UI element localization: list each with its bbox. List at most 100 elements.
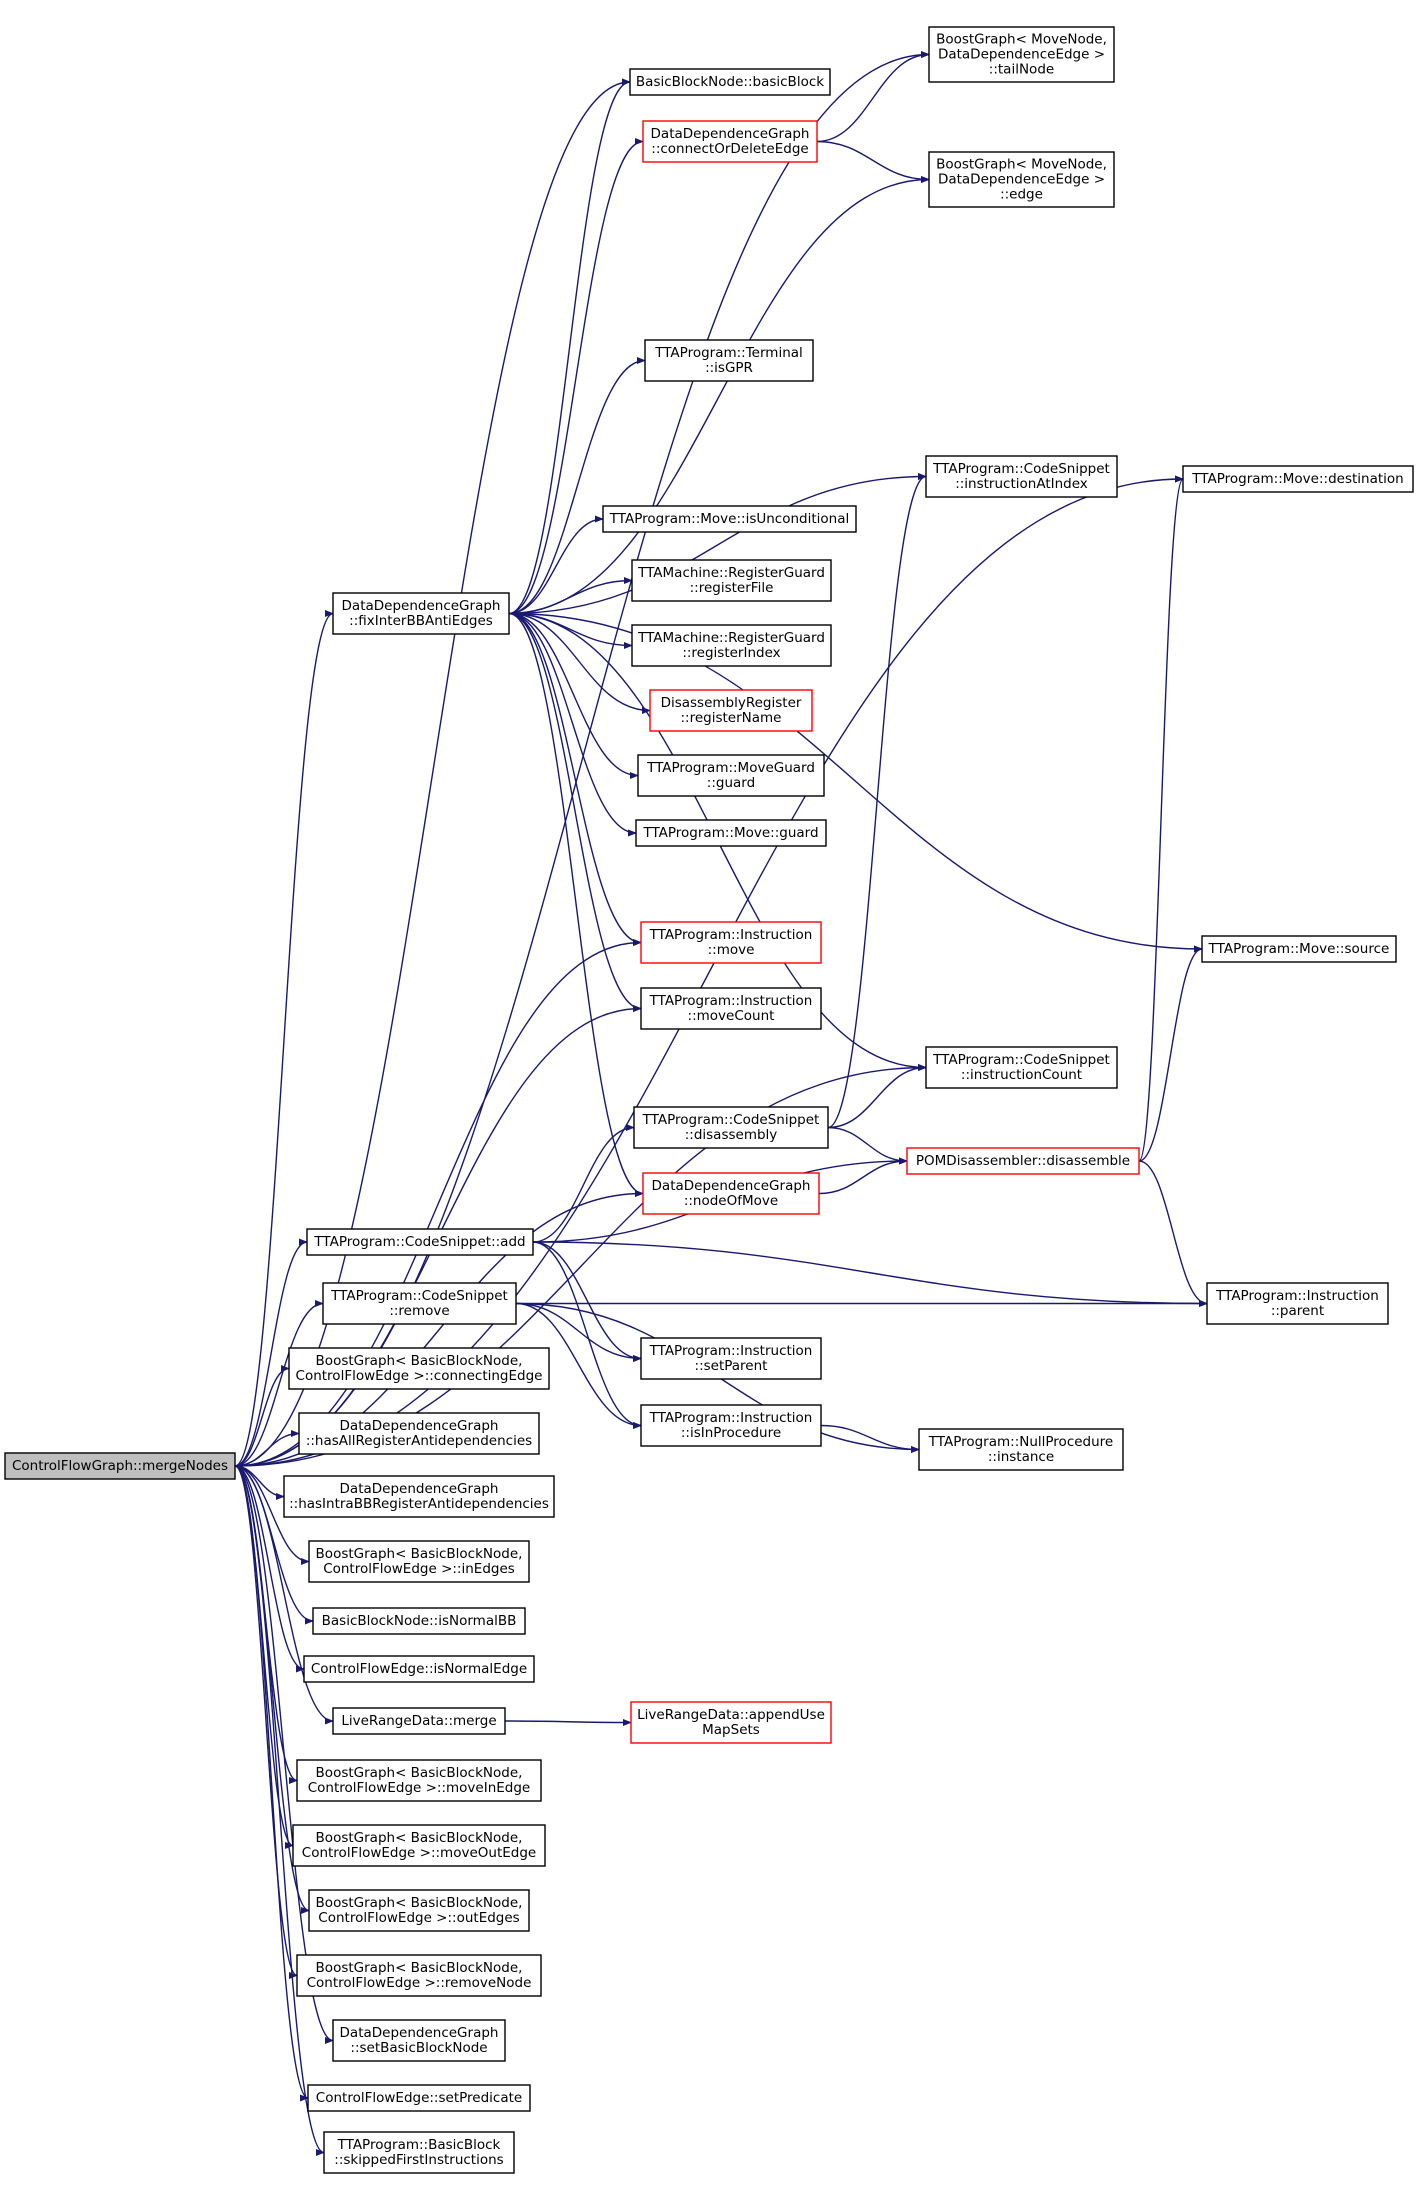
node-registerFile[interactable]: TTAMachine::RegisterGuard::registerFile — [631, 559, 832, 602]
edge-snippetDisassembly-to-pomDisassemble — [827, 1126, 908, 1165]
node-box — [303, 1655, 535, 1683]
edge-root-to-hasAllRegisterAntidependencies — [234, 1429, 300, 1467]
edge-lrdMerge-to-appendUseMapSets — [504, 1718, 632, 1727]
node-moveGuardGuard[interactable]: TTAProgram::MoveGuard::guard — [637, 754, 825, 797]
node-box — [298, 1412, 540, 1455]
node-lrdMerge[interactable]: LiveRangeData::merge — [332, 1707, 506, 1735]
node-label-line: ::fixInterBBAntiEdges — [349, 613, 493, 629]
node-snippetDisassembly[interactable]: TTAProgram::CodeSnippet::disassembly — [633, 1106, 829, 1149]
node-box — [649, 689, 813, 732]
node-label-line: TTAProgram::CodeSnippet — [932, 461, 1110, 477]
node-setBasicBlockNode[interactable]: DataDependenceGraph::setBasicBlockNode — [332, 2019, 506, 2062]
node-box — [602, 505, 857, 533]
node-instructionCount[interactable]: TTAProgram::CodeSnippet::instructionCoun… — [925, 1046, 1118, 1089]
node-label-line: TTAProgram::Terminal — [654, 345, 803, 361]
node-moveInEdge[interactable]: BoostGraph< BasicBlockNode,ControlFlowEd… — [296, 1759, 542, 1802]
node-label-line: BasicBlockNode::isNormalBB — [322, 1613, 517, 1629]
edge-nodeOfMove-to-pomDisassemble — [818, 1157, 908, 1195]
node-isNormalEdge[interactable]: ControlFlowEdge::isNormalEdge — [303, 1655, 535, 1683]
node-label-line: TTAProgram::Instruction — [649, 1343, 813, 1359]
node-box — [637, 754, 825, 797]
node-label-line: ::instructionCount — [961, 1067, 1082, 1083]
edge-root-to-isNormalEdge — [234, 1465, 305, 1673]
node-inEdges[interactable]: BoostGraph< BasicBlockNode,ControlFlowEd… — [308, 1540, 530, 1583]
node-removeNode[interactable]: BoostGraph< BasicBlockNode,ControlFlowEd… — [296, 1954, 542, 1997]
node-connectOrDeleteEdge[interactable]: DataDependenceGraph::connectOrDeleteEdge — [642, 120, 818, 163]
node-isGPR[interactable]: TTAProgram::Terminal::isGPR — [644, 339, 814, 382]
node-registerName[interactable]: DisassemblyRegister::registerName — [649, 689, 813, 732]
node-label-line: DataDependenceGraph — [340, 1418, 499, 1434]
node-connectingEdge[interactable]: BoostGraph< BasicBlockNode,ControlFlowEd… — [288, 1347, 550, 1390]
edge-fixInterBBAntiEdges-to-instructionAtIndex — [508, 472, 927, 615]
node-pomDisassemble[interactable]: POMDisassembler::disassemble — [906, 1147, 1140, 1175]
edge-snippetDisassembly-to-instructionAtIndex — [827, 473, 927, 1129]
node-moveGuard[interactable]: TTAProgram::Move::guard — [635, 819, 827, 847]
node-box — [630, 1701, 832, 1744]
edge-root-to-snippetAdd — [234, 1238, 308, 1467]
node-hasIntraBBRegisterAntidependencies[interactable]: DataDependenceGraph::hasIntraBBRegisterA… — [283, 1475, 555, 1518]
node-snippetRemove[interactable]: TTAProgram::CodeSnippet::remove — [322, 1282, 517, 1325]
node-label-line: ControlFlowEdge >::connectingEdge — [296, 1368, 543, 1384]
node-label-line: TTAProgram::BasicBlock — [337, 2137, 501, 2153]
node-fixInterBBAntiEdges[interactable]: DataDependenceGraph::fixInterBBAntiEdges — [332, 592, 510, 635]
node-snippetAdd[interactable]: TTAProgram::CodeSnippet::add — [306, 1228, 534, 1256]
node-label-line: TTAProgram::NullProcedure — [928, 1434, 1114, 1450]
node-hasAllRegisterAntidependencies[interactable]: DataDependenceGraph::hasAllRegisterAntid… — [298, 1412, 540, 1455]
edge-root-to-fixInterBBAntiEdges — [234, 610, 334, 1467]
node-moveCount[interactable]: TTAProgram::Instruction::moveCount — [640, 987, 822, 1030]
node-isNormalBB[interactable]: BasicBlockNode::isNormalBB — [312, 1607, 526, 1635]
node-box — [332, 1707, 506, 1735]
node-box — [928, 151, 1115, 208]
node-box — [633, 1106, 829, 1149]
edge-fixInterBBAntiEdges-to-moveGuardGuard — [508, 612, 639, 780]
edge-pomDisassemble-to-instrParent — [1138, 1160, 1208, 1308]
node-nodeOfMove[interactable]: DataDependenceGraph::nodeOfMove — [642, 1172, 820, 1215]
node-setPredicate[interactable]: ControlFlowEdge::setPredicate — [307, 2084, 531, 2112]
node-label-line: ::parent — [1271, 1303, 1324, 1319]
node-box — [640, 987, 822, 1030]
node-label-line: BasicBlockNode::basicBlock — [636, 74, 824, 90]
node-nullProcInstance[interactable]: TTAProgram::NullProcedure::instance — [918, 1428, 1124, 1471]
node-label-line: ::guard — [707, 775, 755, 791]
node-box — [306, 1228, 534, 1256]
node-instrParent[interactable]: TTAProgram::Instruction::parent — [1206, 1282, 1389, 1325]
node-registerIndex[interactable]: TTAMachine::RegisterGuard::registerIndex — [631, 624, 832, 667]
node-destination[interactable]: TTAProgram::Move::destination — [1182, 465, 1414, 493]
node-label-line: BoostGraph< BasicBlockNode, — [316, 1830, 523, 1846]
node-label-line: DataDependenceGraph — [340, 1481, 499, 1497]
node-box — [925, 455, 1118, 498]
node-outEdges[interactable]: BoostGraph< BasicBlockNode,ControlFlowEd… — [308, 1889, 530, 1932]
node-moveOutEdge[interactable]: BoostGraph< BasicBlockNode,ControlFlowEd… — [292, 1824, 546, 1867]
node-instrMove[interactable]: TTAProgram::Instruction::move — [640, 921, 822, 964]
node-moveSource[interactable]: TTAProgram::Move::source — [1201, 935, 1397, 963]
node-label-line: ControlFlowEdge::isNormalEdge — [311, 1661, 527, 1677]
nodes-layer: ControlFlowGraph::mergeNodesBoostGraph< … — [4, 26, 1414, 2174]
node-label-line: ::tailNode — [989, 62, 1054, 78]
node-isUnconditional[interactable]: TTAProgram::Move::isUnconditional — [602, 505, 857, 533]
node-box — [292, 1824, 546, 1867]
node-instructionAtIndex[interactable]: TTAProgram::CodeSnippet::instructionAtIn… — [925, 455, 1118, 498]
edge-fixInterBBAntiEdges-to-registerFile — [508, 576, 633, 615]
node-setParent[interactable]: TTAProgram::Instruction::setParent — [640, 1337, 822, 1380]
node-label-line: POMDisassembler::disassemble — [916, 1153, 1130, 1169]
node-box — [332, 2019, 506, 2062]
node-box — [1201, 935, 1397, 963]
edge-connectOrDeleteEdge-to-edge — [816, 140, 930, 184]
node-label-line: LiveRangeData::appendUse — [637, 1707, 825, 1723]
node-box — [928, 26, 1115, 83]
node-isInProcedure[interactable]: TTAProgram::Instruction::isInProcedure — [640, 1404, 822, 1447]
node-edge[interactable]: BoostGraph< MoveNode,DataDependenceEdge … — [928, 151, 1115, 208]
node-box — [642, 120, 818, 163]
edge-snippetAdd-to-instrParent — [532, 1241, 1208, 1308]
node-box — [918, 1428, 1124, 1471]
node-label-line: TTAProgram::CodeSnippet — [642, 1112, 820, 1128]
edge-snippetAdd-to-setParent — [532, 1241, 642, 1363]
node-skippedFirstInstructions[interactable]: TTAProgram::BasicBlock::skippedFirstInst… — [323, 2131, 515, 2174]
node-tailNode[interactable]: BoostGraph< MoveNode,DataDependenceEdge … — [928, 26, 1115, 83]
node-box — [308, 1889, 530, 1932]
node-box — [640, 921, 822, 964]
node-box — [1182, 465, 1414, 493]
edge-fixInterBBAntiEdges-to-basicBlock — [508, 78, 631, 615]
node-basicBlock[interactable]: BasicBlockNode::basicBlock — [629, 68, 831, 96]
